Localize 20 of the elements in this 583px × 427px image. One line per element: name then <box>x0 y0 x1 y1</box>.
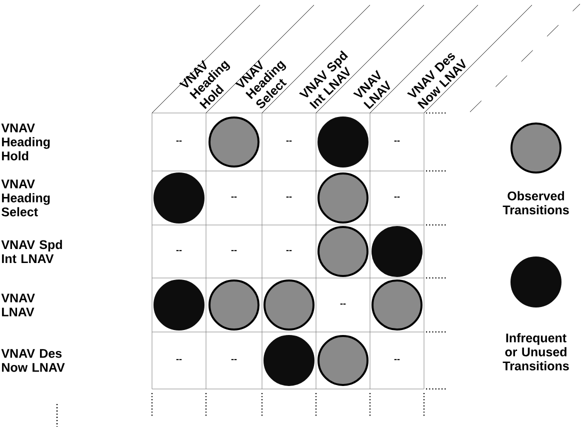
empty-cell-mark: -- <box>286 196 292 198</box>
empty-cell-mark: -- <box>394 140 400 142</box>
legend-label: Observed Transitions <box>502 191 569 214</box>
empty-cell-mark: -- <box>394 359 400 360</box>
empty-cell-mark: -- <box>231 250 237 252</box>
row-header: VNAV Des Now LNAV <box>1 349 65 372</box>
empty-cell-mark: -- <box>176 140 182 142</box>
empty-cell-mark: -- <box>286 140 292 142</box>
row-header: VNAV Heading Select <box>1 180 50 216</box>
row-header: VNAV LNAV <box>1 294 35 316</box>
row-header: VNAV Heading Hold <box>1 124 50 160</box>
empty-cell-mark: -- <box>176 250 182 252</box>
empty-cell-mark: -- <box>340 304 346 305</box>
legend-label: Infrequent or Unused Transitions <box>502 333 569 370</box>
empty-cell-mark: -- <box>176 359 182 360</box>
empty-cell-mark: -- <box>231 196 237 198</box>
row-header: VNAV Spd Int LNAV <box>1 240 62 264</box>
empty-cell-mark: -- <box>286 250 292 252</box>
empty-cell-mark: -- <box>394 196 400 198</box>
empty-cell-mark: -- <box>231 359 237 360</box>
